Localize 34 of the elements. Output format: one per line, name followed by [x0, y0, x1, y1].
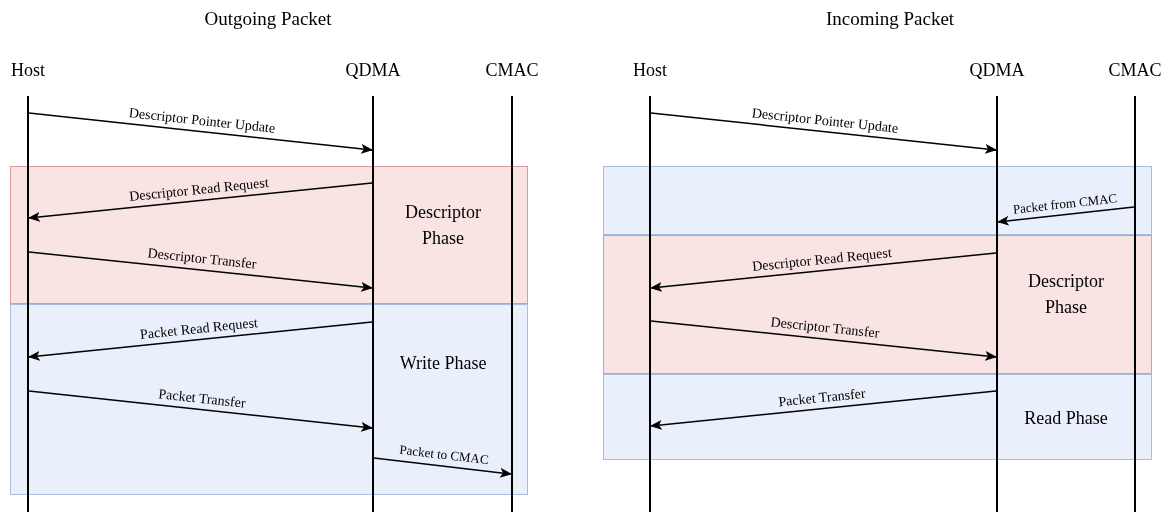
edge-label: Descriptor Read Request — [751, 244, 893, 275]
edge-label: Packet to CMAC — [398, 441, 490, 469]
arrow — [650, 390, 997, 430]
lifeline-label: CMAC — [485, 60, 539, 80]
arrow — [28, 112, 373, 154]
panel-heading: Outgoing Packet — [204, 8, 332, 30]
edge-label: Packet from CMAC — [1011, 189, 1118, 218]
edge-label: Packet Read Request — [139, 314, 259, 343]
phase-label: Descriptor Phase — [404, 201, 482, 250]
lifeline-label: QDMA — [969, 60, 1025, 80]
lifeline-label: Host — [633, 60, 667, 80]
phase-label: Write Phase — [398, 352, 488, 375]
edge-label: Packet Transfer — [778, 385, 867, 410]
edge-label: Descriptor Transfer — [146, 245, 257, 273]
arrow — [28, 390, 373, 432]
arrow — [650, 112, 997, 154]
edge-label: Descriptor Pointer Update — [750, 104, 899, 137]
lifeline-label: CMAC — [1108, 60, 1162, 80]
edge-label: Descriptor Transfer — [769, 314, 880, 342]
arrow — [28, 182, 373, 222]
phase-label: Read Phase — [1023, 407, 1109, 430]
phase-label: Descriptor Phase — [1027, 270, 1105, 319]
arrow — [650, 320, 997, 361]
edge-label: Packet Transfer — [157, 385, 247, 412]
edge-label: Descriptor Read Request — [128, 174, 270, 205]
arrow — [997, 206, 1135, 226]
arrow — [650, 252, 997, 292]
edge-label: Descriptor Pointer Update — [127, 104, 276, 137]
lifeline-label: QDMA — [345, 60, 401, 80]
arrow — [28, 251, 373, 292]
arrow — [28, 321, 373, 361]
lifeline-label: Host — [11, 60, 45, 80]
panel-heading: Incoming Packet — [825, 8, 955, 30]
arrow — [373, 457, 512, 478]
